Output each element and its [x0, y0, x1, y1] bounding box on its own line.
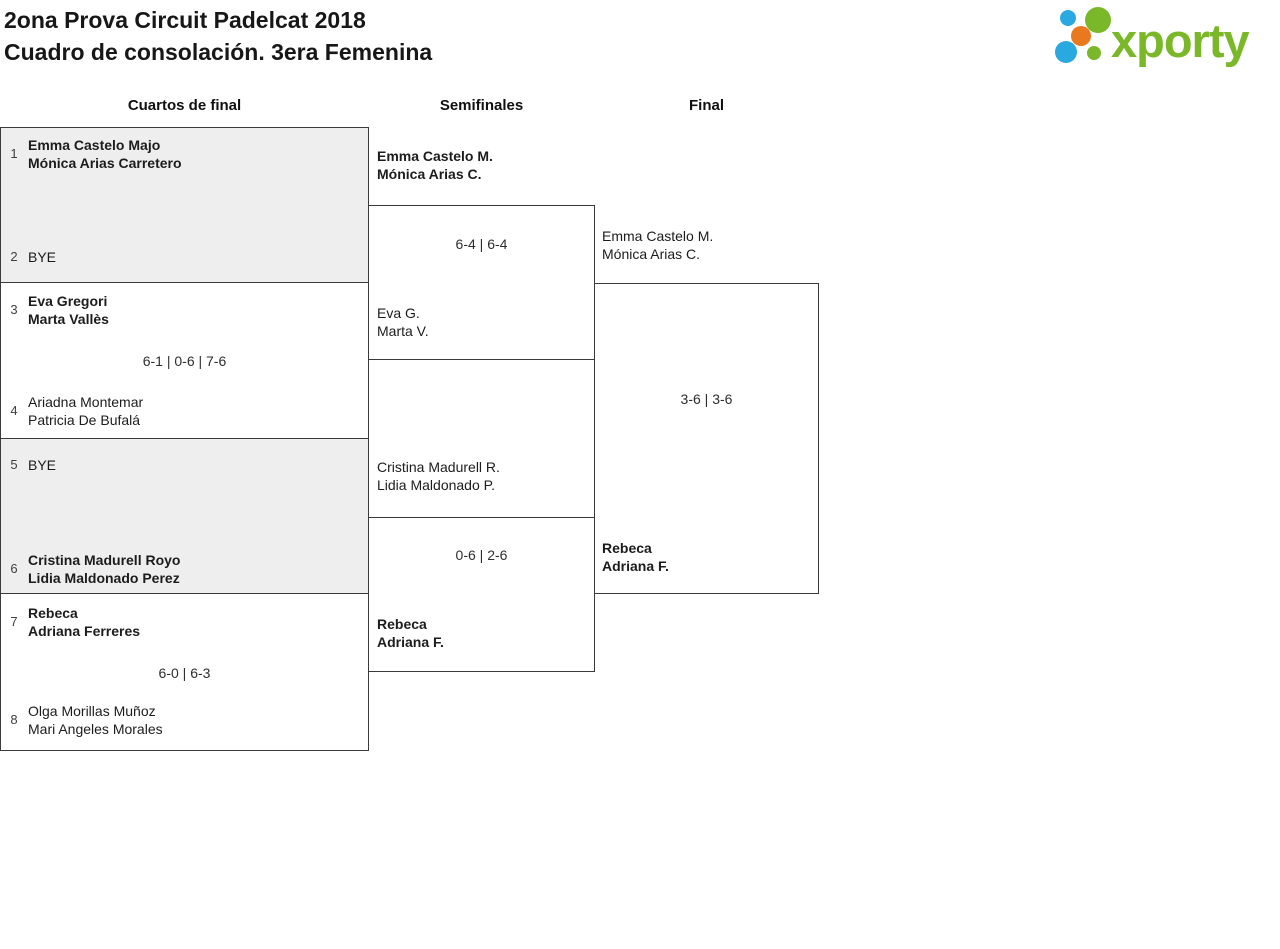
player-name-line1: Cristina Madurell R.	[377, 459, 500, 475]
player-name-line1: Olga Morillas Muñoz	[28, 703, 156, 719]
logo-dot-green-large	[1085, 7, 1111, 33]
sf1-team1: Emma Castelo M. Mónica Arias C.	[377, 147, 493, 183]
qf3-team2: Cristina Madurell Royo Lidia Maldonado P…	[28, 551, 180, 587]
seed-number: 1	[10, 146, 18, 161]
xporty-logo[interactable]: xporty	[1048, 0, 1280, 70]
seed-number: 2	[10, 249, 18, 264]
sf-match-1-box	[368, 205, 595, 360]
player-name-line1: Eva G.	[377, 305, 420, 321]
logo-dot-blue-small	[1060, 10, 1076, 26]
player-name-line1: BYE	[28, 249, 57, 265]
seed-number: 5	[10, 457, 18, 472]
qf4-team1: Rebeca Adriana Ferreres	[28, 604, 140, 640]
qf2-team2: Ariadna Montemar Patricia De Bufalá	[28, 393, 143, 429]
player-name-line1: Ariadna Montemar	[28, 394, 144, 410]
logo-dot-green-small	[1087, 46, 1101, 60]
player-name-line1: Emma Castelo M.	[602, 228, 714, 244]
player-name-line2: Adriana Ferreres	[28, 623, 141, 639]
round-header-final: Final	[688, 97, 724, 114]
final-score: 3-6 | 3-6	[680, 391, 733, 407]
sf1-team2: Eva G. Marta V.	[377, 304, 429, 340]
page-title-block: 2ona Prova Circuit Padelcat 2018 Cuadro …	[4, 4, 432, 68]
player-name-line2: Marta Vallès	[28, 311, 109, 327]
sf2-score: 0-6 | 2-6	[455, 547, 508, 563]
qf2-team1: Eva Gregori Marta Vallès	[28, 292, 109, 328]
sf-match-2-box	[368, 517, 595, 672]
player-name-line1: Rebeca	[602, 540, 652, 556]
logo-dot-blue-large	[1055, 41, 1077, 63]
player-name-line2: Adriana F.	[602, 558, 669, 574]
player-name-line1: Rebeca	[377, 616, 427, 632]
player-name-line2: Lidia Maldonado P.	[377, 477, 496, 493]
player-name-line1: Cristina Madurell Royo	[28, 552, 181, 568]
sf2-team2: Rebeca Adriana F.	[377, 615, 444, 651]
player-name-line2: Patricia De Bufalá	[28, 412, 141, 428]
qf3-team1: BYE	[28, 456, 56, 474]
sf1-score: 6-4 | 6-4	[455, 236, 508, 252]
seed-number: 4	[10, 403, 18, 418]
seed-number: 7	[10, 614, 18, 629]
qf-match-1-box	[0, 127, 369, 283]
qf-match-4-box	[0, 593, 369, 751]
tournament-title: 2ona Prova Circuit Padelcat 2018	[4, 7, 366, 33]
seed-number: 3	[10, 302, 18, 317]
final-team1: Emma Castelo M. Mónica Arias C.	[602, 227, 713, 263]
player-name-line2: Lidia Maldonado Perez	[28, 570, 180, 586]
xporty-logo-text: xporty	[1111, 14, 1250, 67]
qf2-score: 6-1 | 0-6 | 7-6	[142, 353, 227, 369]
player-name-line2: Adriana F.	[377, 634, 444, 650]
seed-number: 8	[10, 712, 18, 727]
final-match-box	[594, 283, 819, 594]
logo-dot-orange	[1071, 26, 1091, 46]
player-name-line1: Emma Castelo Majo	[28, 137, 161, 153]
player-name-line1: BYE	[28, 457, 57, 473]
player-name-line1: Rebeca	[28, 605, 78, 621]
qf1-team2: BYE	[28, 248, 56, 266]
player-name-line1: Emma Castelo M.	[377, 148, 493, 164]
sf2-team1: Cristina Madurell R. Lidia Maldonado P.	[377, 458, 500, 494]
qf4-team2: Olga Morillas Muñoz Mari Angeles Morales	[28, 702, 163, 738]
qf-match-3-box	[0, 438, 369, 594]
player-name-line1: Eva Gregori	[28, 293, 108, 309]
player-name-line2: Mari Angeles Morales	[28, 721, 163, 737]
player-name-line2: Mónica Arias C.	[377, 166, 482, 182]
bracket-subtitle: Cuadro de consolación. 3era Femenina	[4, 39, 433, 65]
final-team2: Rebeca Adriana F.	[602, 539, 669, 575]
player-name-line2: Mónica Arias C.	[602, 246, 701, 262]
player-name-line2: Marta V.	[377, 323, 429, 339]
round-header-cuartos-de-final: Cuartos de final	[127, 97, 242, 114]
qf4-score: 6-0 | 6-3	[158, 665, 211, 681]
qf1-team1: Emma Castelo Majo Mónica Arias Carretero	[28, 136, 182, 172]
round-header-semifinales: Semifinales	[439, 97, 524, 114]
seed-number: 6	[10, 561, 18, 576]
player-name-line2: Mónica Arias Carretero	[28, 155, 182, 171]
